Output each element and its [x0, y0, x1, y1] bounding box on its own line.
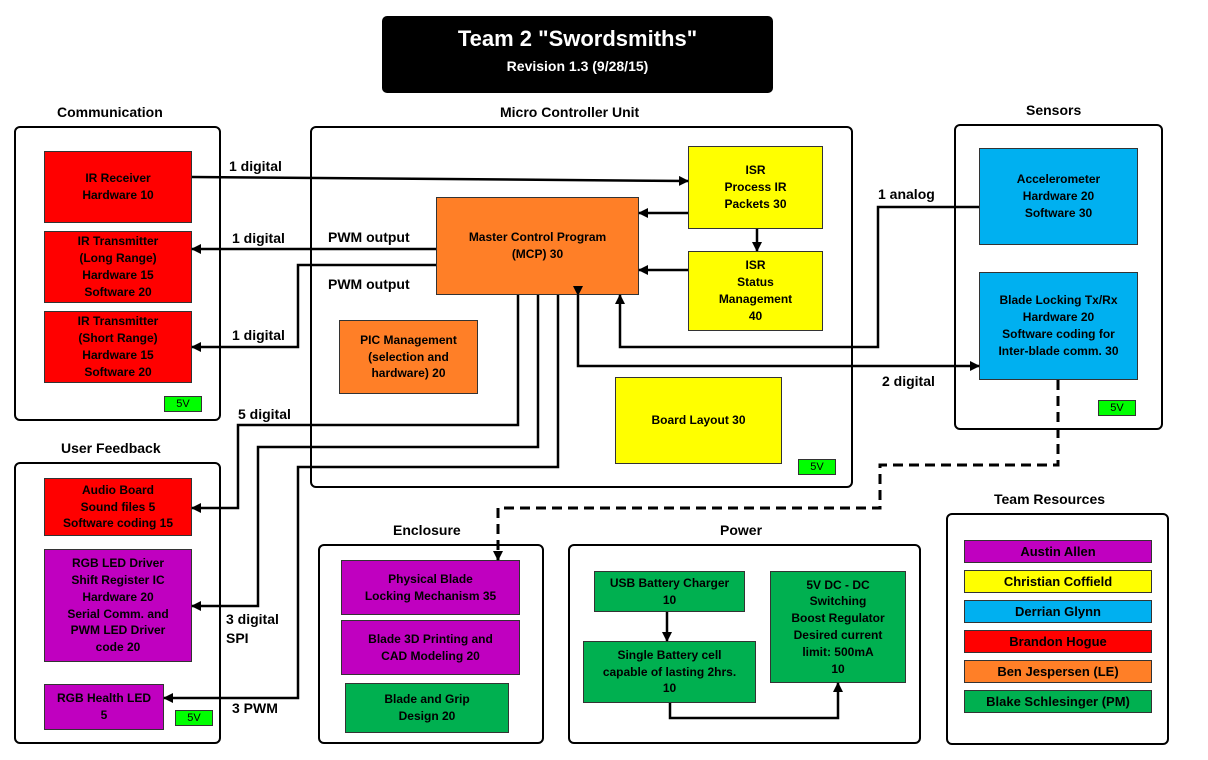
pwm-output-label-2: PWM output	[328, 276, 410, 292]
ir-tx-short-label: 1 digital	[232, 327, 285, 343]
user-feedback-title: User Feedback	[61, 440, 161, 456]
rgb-health-led-block: RGB Health LED 5	[44, 684, 164, 730]
ir-rx-label: 1 digital	[229, 158, 282, 174]
audio-label: 5 digital	[238, 406, 291, 422]
boost-regulator-block: 5V DC - DC Switching Boost Regulator Des…	[770, 571, 906, 683]
team-resources-title: Team Resources	[994, 491, 1106, 507]
audio-board-block: Audio Board Sound files 5 Software codin…	[44, 478, 192, 536]
battery-cell-block: Single Battery cell capable of lasting 2…	[583, 641, 756, 703]
ir-receiver-block: IR Receiver Hardware 10	[44, 151, 192, 223]
isr-ir-block: ISR Process IR Packets 30	[688, 146, 823, 229]
pwm-output-label-1: PWM output	[328, 229, 410, 245]
communication-title: Communication	[57, 104, 163, 120]
ir-transmitter-long-block: IR Transmitter (Long Range) Hardware 15 …	[44, 231, 192, 303]
team-member-1: Austin Allen	[964, 540, 1152, 563]
comm-5v-badge: 5V	[164, 396, 202, 412]
pic-management-block: PIC Management (selection and hardware) …	[339, 320, 478, 394]
rgb-led-driver-block: RGB LED Driver Shift Register IC Hardwar…	[44, 549, 192, 662]
blade-3d-printing-block: Blade 3D Printing and CAD Modeling 20	[341, 620, 520, 675]
ir-transmitter-short-block: IR Transmitter (Short Range) Hardware 15…	[44, 311, 192, 383]
enclosure-title: Enclosure	[393, 522, 461, 538]
accelerometer-block: Accelerometer Hardware 20 Software 30	[979, 148, 1138, 245]
team-member-4: Brandon Hogue	[964, 630, 1152, 653]
ir-tx-long-label: 1 digital	[232, 230, 285, 246]
team-member-6: Blake Schlesinger (PM)	[964, 690, 1152, 713]
feedback-5v-badge: 5V	[175, 710, 213, 726]
rgb-driver-label: 3 digital SPI	[226, 611, 279, 646]
power-title: Power	[720, 522, 763, 538]
team-member-5: Ben Jespersen (LE)	[964, 660, 1152, 683]
mcp-block: Master Control Program (MCP) 30	[436, 197, 639, 295]
sensors-title: Sensors	[1026, 102, 1082, 118]
mcu-5v-badge: 5V	[798, 459, 836, 475]
team-member-3: Derrian Glynn	[964, 600, 1152, 623]
sensors-5v-badge: 5V	[1098, 400, 1136, 416]
team-member-2: Christian Coffield	[964, 570, 1152, 593]
board-layout-block: Board Layout 30	[615, 377, 782, 464]
mcu-title: Micro Controller Unit	[500, 104, 640, 120]
physical-blade-block: Physical Blade Locking Mechanism 35	[341, 560, 520, 615]
rgb-health-label: 3 PWM	[232, 700, 278, 716]
usb-charger-block: USB Battery Charger 10	[594, 571, 745, 612]
blade-grip-design-block: Blade and Grip Design 20	[345, 683, 509, 733]
title-banner: Team 2 "Swordsmiths" Revision 1.3 (9/28/…	[382, 16, 773, 93]
diagram-title: Team 2 "Swordsmiths"	[457, 26, 698, 51]
isr-status-block: ISR Status Management 40	[688, 251, 823, 331]
accel-label: 1 analog	[878, 186, 935, 202]
revision-label: Revision 1.3 (9/28/15)	[506, 58, 649, 74]
blade-lock-label: 2 digital	[882, 373, 935, 389]
blade-locking-block: Blade Locking Tx/Rx Hardware 20 Software…	[979, 272, 1138, 380]
